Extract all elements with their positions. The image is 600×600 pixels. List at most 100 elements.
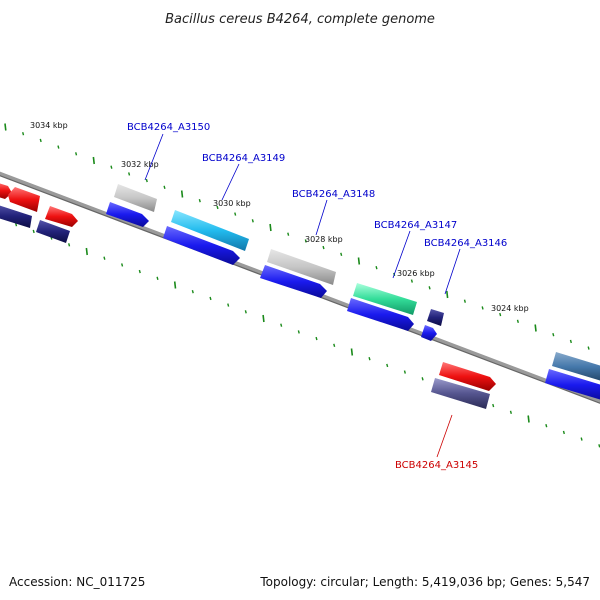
gene-arrow-a3148[interactable] xyxy=(260,265,327,298)
tick-mark xyxy=(262,314,265,323)
gene-arrow-a3149[interactable] xyxy=(163,226,240,265)
tick-mark xyxy=(4,123,7,131)
tick-mark xyxy=(587,346,590,350)
gene-label-a3149[interactable]: BCB4264_A3149 xyxy=(202,153,285,164)
tick-mark xyxy=(269,223,272,232)
feature-red-a3145[interactable] xyxy=(439,362,496,391)
tick-mark xyxy=(85,247,88,256)
kbp-label-3026: 3026 kbp xyxy=(397,269,435,278)
tick-mark xyxy=(216,205,219,210)
tick-mark xyxy=(287,232,290,236)
tick-mark xyxy=(138,269,141,274)
leader-a3147 xyxy=(392,230,411,279)
feature-gray-a3148[interactable] xyxy=(267,249,336,285)
tick-mark xyxy=(322,245,325,250)
tick-mark xyxy=(569,339,572,344)
gene-label-a3146[interactable]: BCB4264_A3146 xyxy=(424,238,507,249)
tick-mark xyxy=(234,212,237,216)
tick-mark xyxy=(173,281,177,289)
leader-a3145 xyxy=(436,414,453,458)
tick-mark xyxy=(180,190,184,198)
feature-gray-a3150[interactable] xyxy=(114,184,157,212)
tick-mark xyxy=(509,410,512,414)
tick-mark xyxy=(340,252,343,256)
tick-mark xyxy=(75,152,78,156)
gene-label-a3145[interactable]: BCB4264_A3145 xyxy=(395,460,478,471)
feature-navy-left-1[interactable] xyxy=(0,204,32,228)
tick-mark xyxy=(163,185,166,189)
tick-mark xyxy=(516,319,519,323)
leader-a3148 xyxy=(315,199,328,236)
tick-mark xyxy=(22,132,25,136)
tick-mark xyxy=(333,343,336,347)
tick-mark xyxy=(156,276,159,280)
feature-green-a3147[interactable] xyxy=(353,283,417,315)
tick-mark xyxy=(386,363,389,368)
tick-mark xyxy=(57,145,60,149)
leader-a3150 xyxy=(144,133,164,181)
feature-red-left-2[interactable] xyxy=(8,187,40,212)
tick-mark xyxy=(350,348,354,356)
tick-mark xyxy=(110,165,113,169)
gene-label-a3147[interactable]: BCB4264_A3147 xyxy=(374,220,457,231)
gene-arrow-right[interactable] xyxy=(545,369,600,401)
feature-purple-a3145[interactable] xyxy=(431,378,490,409)
feature-navy-left-2[interactable] xyxy=(36,220,70,243)
kbp-label-3030: 3030 kbp xyxy=(213,199,251,208)
gene-arrow-a3150[interactable] xyxy=(106,202,149,227)
feature-steel-right[interactable] xyxy=(552,352,600,382)
tick-mark xyxy=(357,257,361,265)
inner-tick-ring xyxy=(15,223,600,448)
leader-a3149 xyxy=(221,163,240,201)
kbp-label-3028: 3028 kbp xyxy=(305,235,343,244)
tick-mark xyxy=(304,239,307,243)
feature-navy-a3146[interactable] xyxy=(427,309,444,326)
tick-mark xyxy=(375,266,378,270)
tick-mark xyxy=(368,357,371,361)
leader-a3146 xyxy=(444,248,461,295)
kbp-label-3032: 3032 kbp xyxy=(121,160,159,169)
tick-mark xyxy=(562,430,565,435)
kbp-label-3024: 3024 kbp xyxy=(491,304,529,313)
tick-mark xyxy=(39,138,42,143)
tick-mark xyxy=(428,286,431,290)
tick-mark xyxy=(297,330,300,334)
tick-mark xyxy=(580,437,583,441)
tick-mark xyxy=(481,306,484,310)
tick-mark xyxy=(280,323,283,327)
tick-mark xyxy=(534,324,537,332)
tick-mark xyxy=(209,296,212,301)
tick-mark xyxy=(68,243,71,247)
gene-arrow-a3147[interactable] xyxy=(347,298,414,331)
gene-arrow-a3146[interactable] xyxy=(421,325,437,341)
tick-mark xyxy=(121,263,124,267)
tick-mark xyxy=(92,156,95,165)
tick-mark xyxy=(492,403,495,408)
topology-summary: Topology: circular; Length: 5,419,036 bp… xyxy=(259,575,590,589)
tick-mark xyxy=(244,310,247,314)
feature-red-left-3[interactable] xyxy=(45,206,78,227)
feature-cyan-a3149[interactable] xyxy=(171,210,249,251)
tick-mark xyxy=(446,290,449,299)
gene-label-a3148[interactable]: BCB4264_A3148 xyxy=(292,189,375,200)
outer-tick-ring xyxy=(4,123,590,350)
tick-mark xyxy=(32,229,35,234)
tick-mark xyxy=(198,199,201,203)
tick-mark xyxy=(499,312,502,317)
tick-mark xyxy=(545,424,548,428)
tick-mark xyxy=(145,178,148,183)
tick-mark xyxy=(128,172,131,176)
tick-mark xyxy=(315,336,318,341)
tick-mark xyxy=(403,370,406,374)
kbp-label-3034: 3034 kbp xyxy=(30,121,68,130)
tick-mark xyxy=(103,256,106,260)
tick-mark xyxy=(227,303,230,307)
tick-mark xyxy=(552,333,555,337)
tick-mark xyxy=(15,223,18,227)
tick-mark xyxy=(191,290,194,294)
tick-mark xyxy=(421,377,424,381)
tick-mark xyxy=(251,219,254,223)
gene-label-a3150[interactable]: BCB4264_A3150 xyxy=(127,122,210,133)
tick-mark xyxy=(463,299,466,303)
